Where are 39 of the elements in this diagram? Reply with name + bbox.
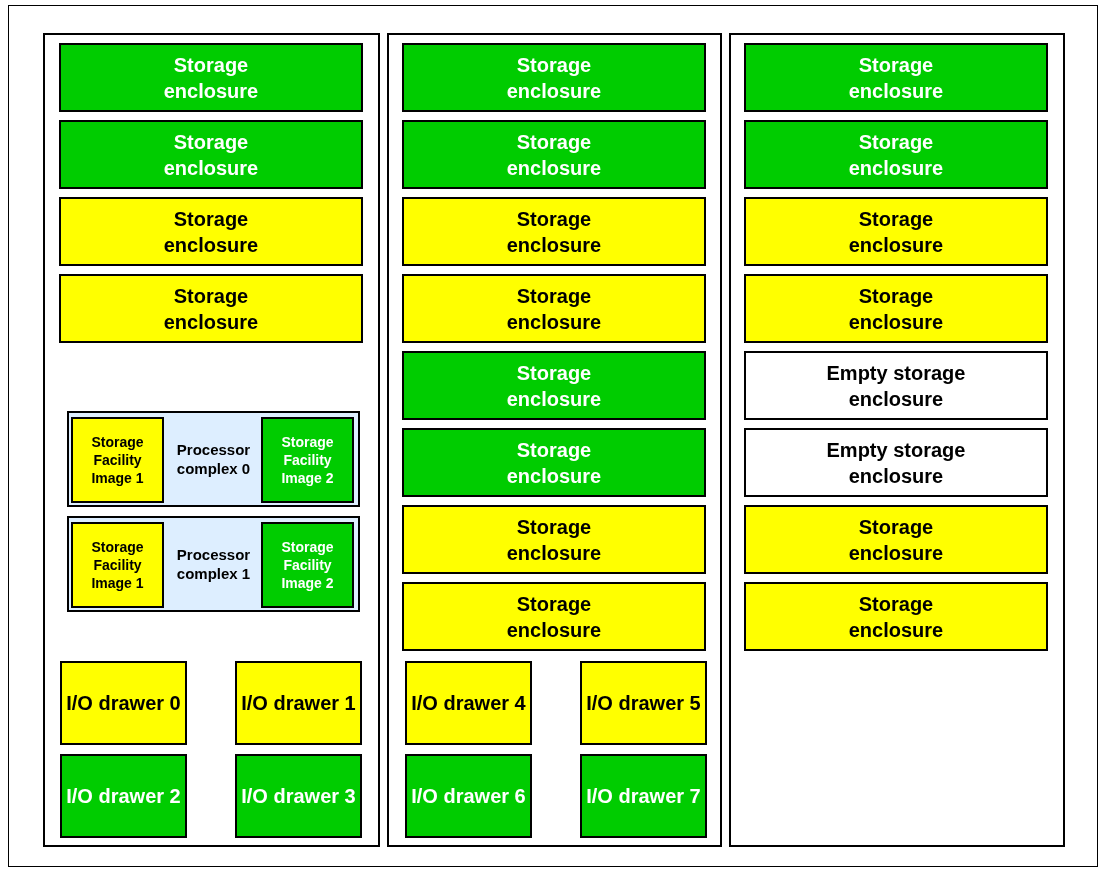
rack-frame (387, 33, 722, 847)
io-drawer: I/O drawer 3 (235, 754, 362, 838)
io-drawer: I/O drawer 4 (405, 661, 532, 745)
rack-frame (729, 33, 1065, 847)
storage-enclosure: Storage enclosure (402, 428, 706, 497)
storage-enclosure: Storage enclosure (744, 274, 1048, 343)
facility-image: Storage Facility Image 1 (71, 522, 164, 608)
storage-enclosure: Empty storage enclosure (744, 428, 1048, 497)
storage-enclosure: Storage enclosure (402, 582, 706, 651)
storage-enclosure: Storage enclosure (402, 351, 706, 420)
storage-enclosure: Empty storage enclosure (744, 351, 1048, 420)
storage-enclosure: Storage enclosure (744, 582, 1048, 651)
io-drawer: I/O drawer 7 (580, 754, 707, 838)
storage-enclosure: Storage enclosure (744, 505, 1048, 574)
storage-enclosure: Storage enclosure (744, 197, 1048, 266)
facility-image: Storage Facility Image 2 (261, 417, 354, 503)
processor-complex (67, 516, 360, 612)
io-drawer: I/O drawer 0 (60, 661, 187, 745)
storage-enclosure: Storage enclosure (402, 274, 706, 343)
storage-enclosure: Storage enclosure (744, 43, 1048, 112)
io-drawer: I/O drawer 5 (580, 661, 707, 745)
complex-label: Processor complex 0 (175, 439, 252, 479)
io-drawer: I/O drawer 6 (405, 754, 532, 838)
storage-enclosure: Storage enclosure (59, 197, 363, 266)
storage-enclosure: Storage enclosure (59, 120, 363, 189)
rack-frame (43, 33, 380, 847)
io-drawer: I/O drawer 2 (60, 754, 187, 838)
io-drawer: I/O drawer 1 (235, 661, 362, 745)
processor-complex (67, 411, 360, 507)
storage-enclosure: Storage enclosure (59, 274, 363, 343)
complex-label: Processor complex 1 (175, 544, 252, 584)
storage-enclosure: Storage enclosure (402, 120, 706, 189)
storage-enclosure: Storage enclosure (59, 43, 363, 112)
storage-enclosure: Storage enclosure (402, 197, 706, 266)
facility-image: Storage Facility Image 1 (71, 417, 164, 503)
storage-enclosure: Storage enclosure (402, 43, 706, 112)
storage-enclosure: Storage enclosure (402, 505, 706, 574)
facility-image: Storage Facility Image 2 (261, 522, 354, 608)
storage-enclosure: Storage enclosure (744, 120, 1048, 189)
